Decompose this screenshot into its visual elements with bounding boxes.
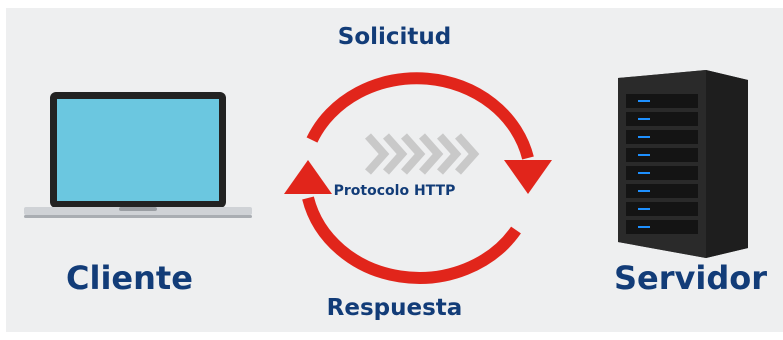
circular-arrows-icon: [284, 72, 552, 284]
server-rack-icon: [618, 70, 748, 258]
response-label: Respuesta: [326, 295, 463, 321]
protocol-label: Protocolo HTTP: [333, 183, 456, 199]
chevrons-right-icon: [365, 133, 480, 175]
diagram-canvas: Solicitud Protocolo HTTP Cliente Servido…: [6, 8, 783, 332]
request-label: Solicitud: [337, 24, 452, 50]
client-label: Cliente: [66, 259, 193, 297]
server-label: Servidor: [614, 259, 768, 297]
laptop-icon: [24, 92, 252, 218]
